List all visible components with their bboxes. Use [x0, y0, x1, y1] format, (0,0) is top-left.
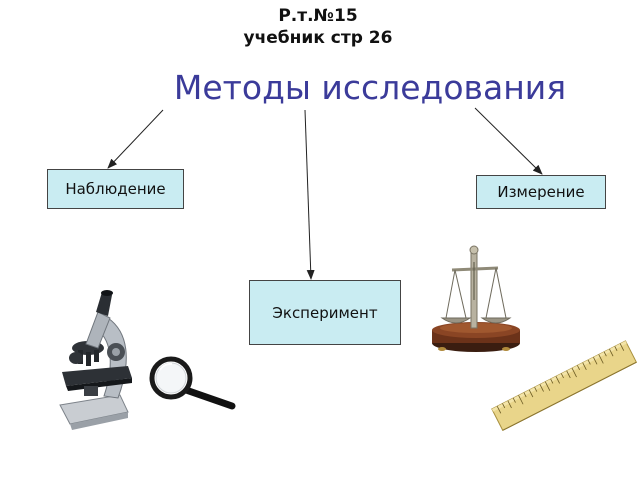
arrow-to-experiment	[304, 109, 315, 280]
method-label-observation: Наблюдение	[65, 180, 166, 198]
method-label-experiment: Эксперимент	[272, 303, 378, 322]
method-label-measurement: Измерение	[497, 183, 585, 201]
workbook-reference: Р.т.№15	[278, 6, 358, 26]
arrow-to-measurement	[474, 107, 543, 175]
textbook-page-reference: учебник стр 26	[243, 28, 393, 48]
method-box-measurement: Измерение	[476, 175, 606, 209]
arrow-to-observation	[107, 109, 164, 169]
method-box-experiment: Эксперимент	[249, 280, 401, 345]
method-box-observation: Наблюдение	[47, 169, 184, 209]
diagram-title: Методы исследования	[173, 68, 567, 107]
